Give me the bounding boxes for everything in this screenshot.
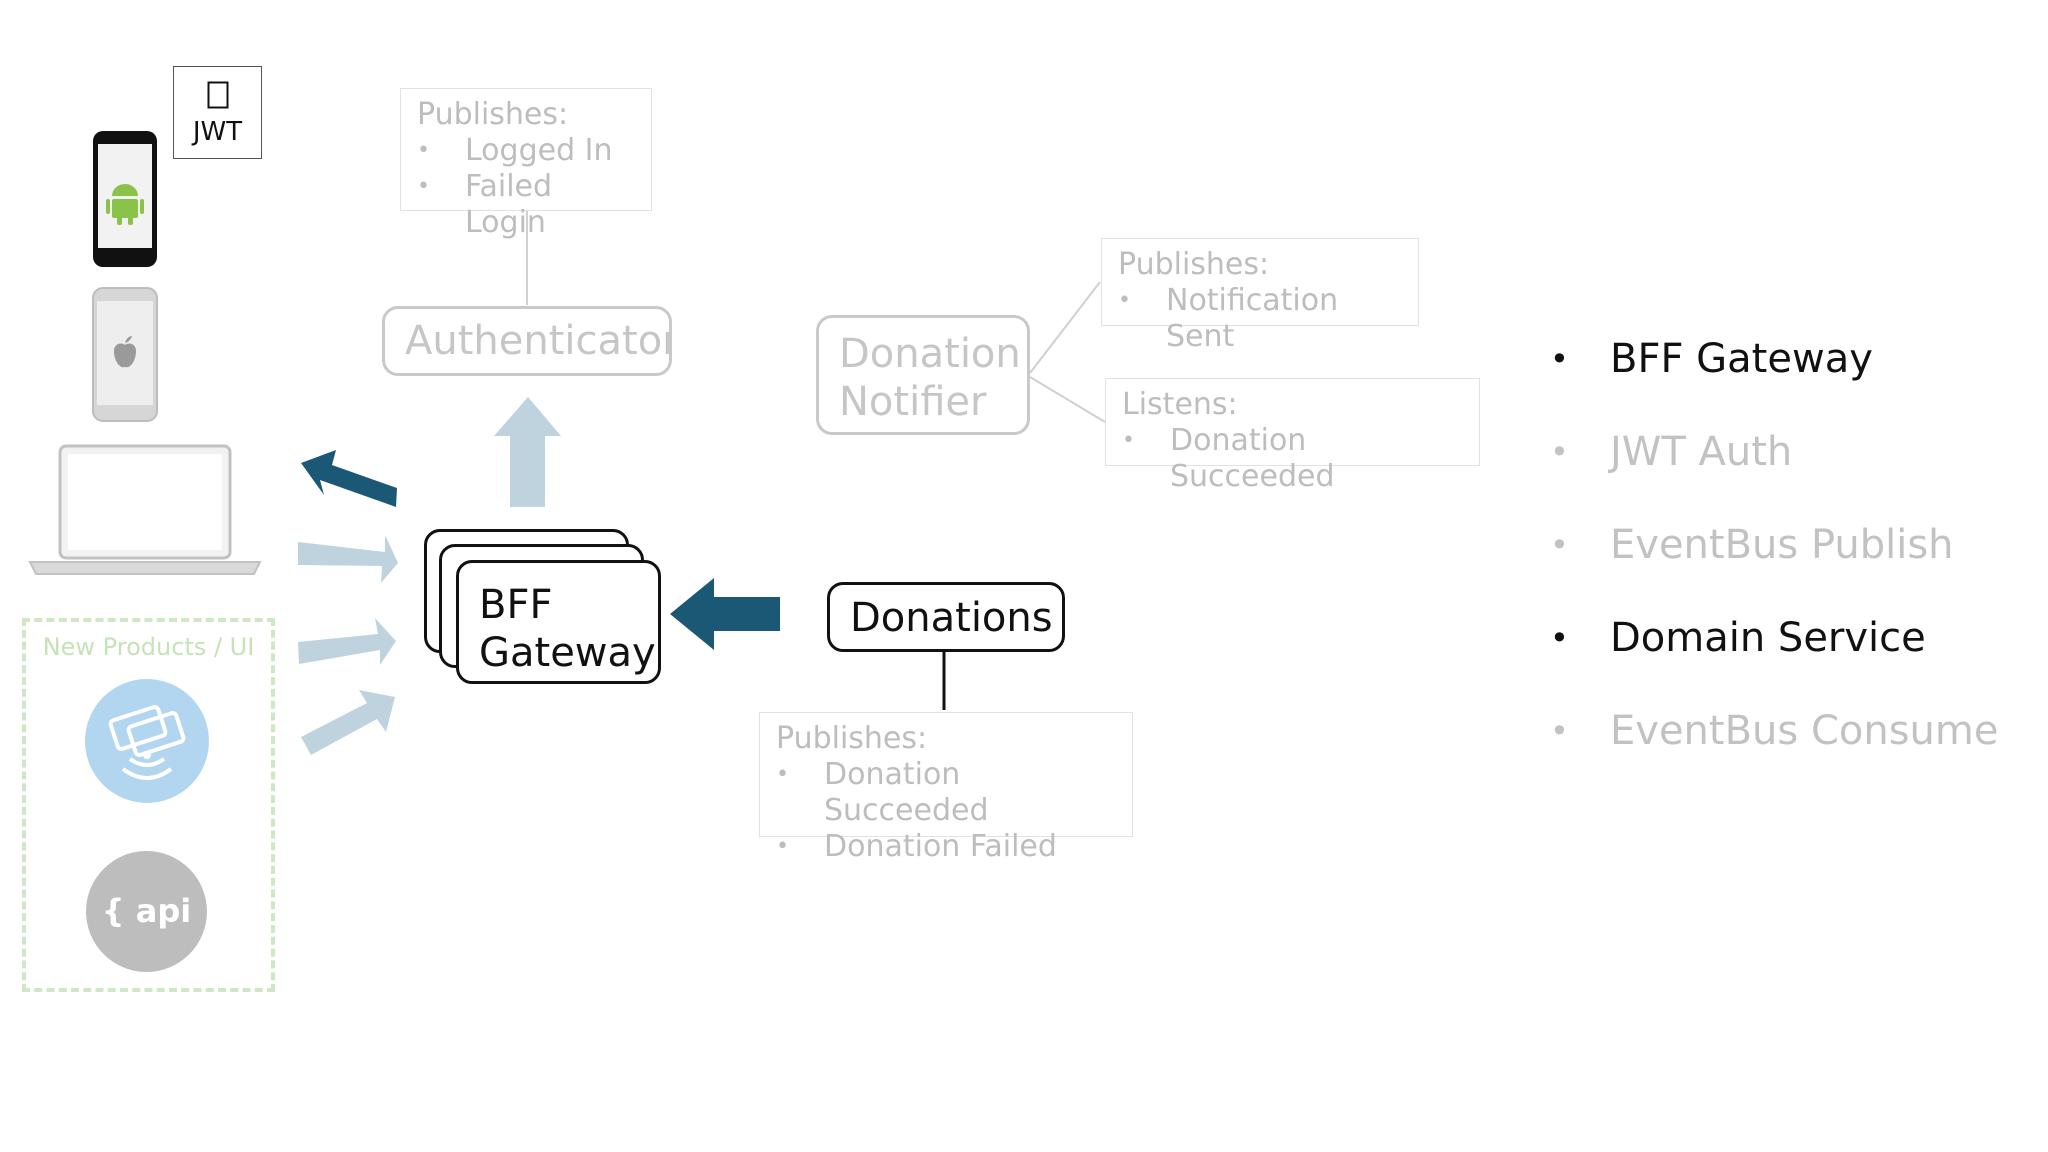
- authenticator-publish-item: Failed Login: [417, 169, 635, 241]
- authenticator-publishes-title: Publishes:: [417, 97, 569, 132]
- arrow-client-3: [301, 690, 395, 755]
- notifier-publishes-note: Publishes: Notification Sent: [1101, 238, 1419, 354]
- notifier-publishes-title: Publishes:: [1118, 247, 1270, 282]
- jwt-label: JWT: [192, 117, 243, 147]
- iphone-icon: [92, 287, 158, 422]
- notifier-listens-note: Listens: Donation Succeeded: [1105, 378, 1480, 494]
- agenda-item: BFF Gateway: [1550, 335, 1998, 428]
- donations-service: Donations: [827, 582, 1065, 652]
- bff-gateway-label: BFF Gateway: [479, 582, 656, 676]
- authenticator-publish-item: Logged In: [417, 133, 635, 169]
- connector-notifier-listen: [1029, 376, 1106, 423]
- donation-notifier-service: Donation Notifier: [816, 315, 1030, 435]
- notifier-listens-title: Listens:: [1122, 387, 1238, 422]
- donations-publish-item: Donation Failed: [776, 829, 1116, 865]
- authenticator-publishes-note: Publishes: Logged In Failed Login: [400, 88, 652, 240]
- laptop-icon: [28, 444, 262, 579]
- donations-publishes-title: Publishes:: [776, 721, 928, 756]
- donation-notifier-label: Donation Notifier: [839, 331, 1021, 425]
- new-products-container: New Products / UI: [22, 618, 275, 992]
- authenticator-service: Authenticator: [382, 306, 672, 376]
- arrow-to-clients: [301, 450, 397, 507]
- android-phone-icon: [92, 130, 158, 268]
- agenda-list: BFF Gateway JWT Auth EventBus Publish Do…: [1550, 335, 1998, 800]
- agenda-item: EventBus Consume: [1550, 707, 1998, 800]
- jwt-badge: JWT: [173, 66, 262, 159]
- contactless-card-icon: [85, 679, 209, 803]
- api-circle: { api }: [86, 851, 207, 1051]
- arrow-client-2: [298, 618, 396, 665]
- notifier-listen-item: Donation Succeeded: [1122, 423, 1463, 495]
- lock-icon: [174, 81, 261, 117]
- arrow-from-donations: [670, 578, 780, 650]
- notifier-publish-item: Notification Sent: [1118, 283, 1402, 355]
- connector-notifier-publish: [1029, 281, 1101, 374]
- authenticator-label: Authenticator: [405, 318, 672, 364]
- bff-gateway-service: BFF Gateway: [456, 560, 661, 684]
- donations-publish-item: Donation Succeeded: [776, 757, 1116, 829]
- donations-publishes-note: Publishes: Donation Succeeded Donation F…: [759, 712, 1133, 865]
- agenda-item: JWT Auth: [1550, 428, 1998, 521]
- donations-label: Donations: [850, 595, 1053, 641]
- arrow-to-authenticator: [494, 397, 561, 507]
- api-label: { api }: [101, 892, 192, 1051]
- arrow-client-1: [298, 535, 398, 583]
- new-products-label: New Products / UI: [42, 633, 255, 661]
- agenda-item: Domain Service: [1550, 614, 1998, 707]
- agenda-item: EventBus Publish: [1550, 521, 1998, 614]
